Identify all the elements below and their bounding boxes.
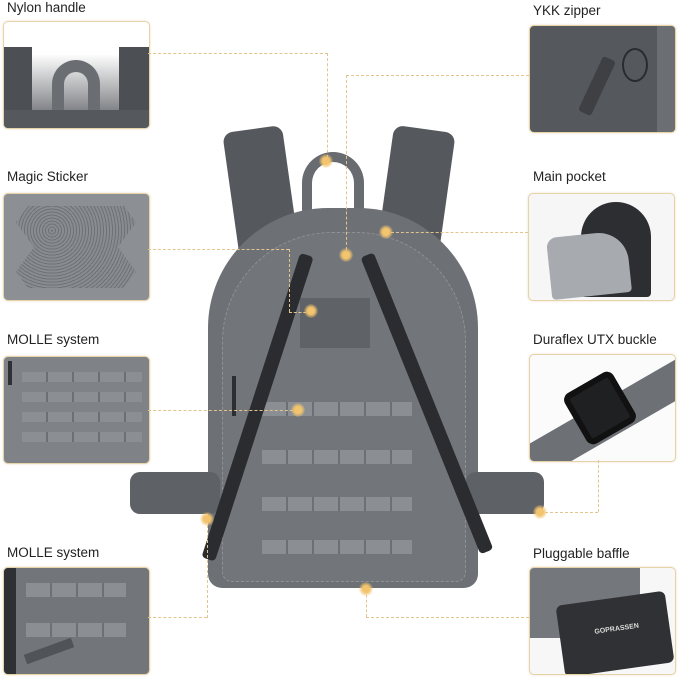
label-molle-system-top: MOLLE system: [7, 332, 100, 347]
hotspot-baffle[interactable]: [359, 582, 373, 596]
card-pluggable-baffle: GOPRASSEN: [529, 567, 676, 675]
label-main-pocket: Main pocket: [533, 169, 606, 184]
connector-main-pocket: [386, 232, 528, 233]
card-main-pocket: [528, 193, 675, 301]
baffle-brand-text: GOPRASSEN: [594, 622, 640, 636]
connector-ykk-zipper: [346, 75, 529, 76]
card-duraflex-buckle: [529, 354, 676, 462]
label-pluggable-baffle: Pluggable baffle: [533, 546, 630, 561]
label-magic-sticker: Magic Sticker: [7, 169, 89, 184]
label-ykk-zipper: YKK zipper: [533, 3, 601, 18]
card-ykk-zipper: [529, 25, 676, 133]
hotspot-molle-bottom[interactable]: [200, 512, 214, 526]
hotspot-ykk-zipper[interactable]: [339, 248, 353, 262]
hotspot-magic-sticker[interactable]: [304, 304, 318, 318]
connector-molle-top: [148, 410, 298, 411]
label-nylon-handle: Nylon handle: [7, 0, 86, 15]
connector-molle-bottom: [207, 520, 208, 618]
zipper-pull-image: [577, 55, 617, 117]
buckle-strap-image: [23, 637, 75, 665]
card-molle-top: [3, 356, 150, 464]
velcro-patch-image: [16, 206, 136, 288]
label-molle-system-bottom: MOLLE system: [7, 545, 100, 560]
baffle-panel-image: GOPRASSEN: [555, 590, 675, 674]
hotspot-duraflex[interactable]: [533, 505, 547, 519]
card-molle-bottom: [3, 567, 150, 675]
connector-magic-sticker: [148, 249, 289, 250]
connector-duraflex: [598, 460, 599, 512]
card-nylon-handle: [3, 21, 150, 129]
label-duraflex-buckle: Duraflex UTX buckle: [533, 332, 657, 347]
top-handle: [302, 152, 364, 212]
hotspot-nylon-handle[interactable]: [319, 154, 333, 168]
connector-nylon-handle: [148, 53, 328, 54]
hotspot-main-pocket[interactable]: [379, 225, 393, 239]
handle-loop-image: [52, 60, 100, 120]
hotspot-molle-top[interactable]: [291, 403, 305, 417]
connector-baffle: [366, 590, 367, 617]
card-magic-sticker: [3, 193, 150, 301]
